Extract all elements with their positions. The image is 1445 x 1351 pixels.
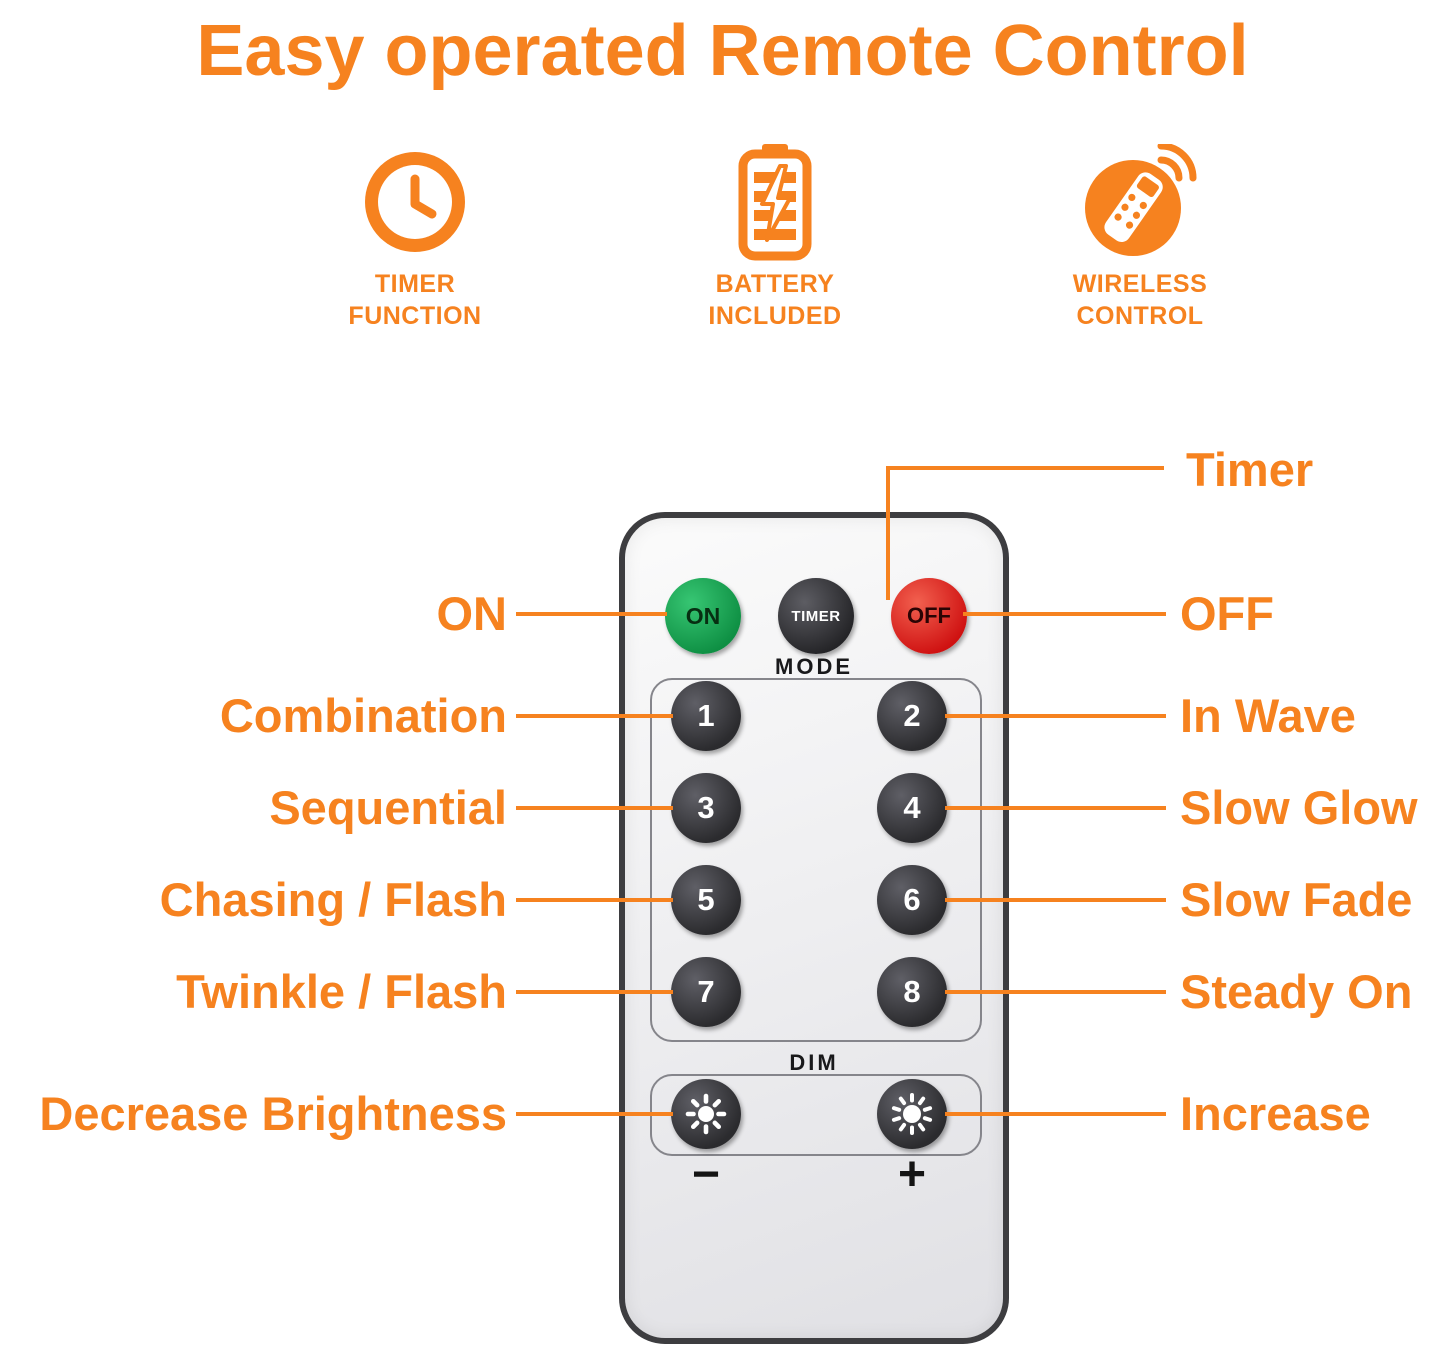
dim-plus-label: + (897, 1148, 927, 1201)
callout-in-wave: In Wave (1180, 689, 1356, 742)
mode-button-1: 1 (671, 681, 741, 751)
mode-button-8: 8 (877, 957, 947, 1027)
mode-button-6: 6 (877, 865, 947, 935)
remote-body: ON TIMER OFF MODE 1 2 3 4 5 6 7 8 DIM (619, 512, 1009, 1344)
mode-button-2: 2 (877, 681, 947, 751)
timer-button: TIMER (778, 578, 854, 654)
leader-line-mode7 (516, 990, 673, 994)
sun-dim-icon (685, 1093, 727, 1135)
leader-line-off (963, 612, 1166, 616)
callout-steady-on: Steady On (1180, 965, 1413, 1018)
leader-line-mode6 (945, 898, 1166, 902)
feature-label-line: WIRELESS (1072, 270, 1208, 298)
brightness-increase-button (877, 1079, 947, 1149)
leader-line-mode4 (945, 806, 1166, 810)
feature-timer-function: TIMER FUNCTION (275, 140, 555, 332)
feature-label-line: BATTERY (715, 270, 835, 298)
callout-timer: Timer (1186, 443, 1314, 496)
leader-line-mode1 (516, 714, 673, 718)
remote-icon (1000, 140, 1280, 264)
mode-button-7: 7 (671, 957, 741, 1027)
dim-section-label: DIM (789, 1050, 839, 1075)
mode-panel (650, 678, 982, 1042)
leader-line-timer-horizontal (886, 466, 1164, 470)
callout-decrease-brightness: Decrease Brightness (39, 1087, 507, 1140)
leader-line-dim-increase (945, 1112, 1166, 1116)
page-title: Easy operated Remote Control (196, 11, 1249, 91)
leader-line-timer-vertical (886, 468, 890, 600)
off-button: OFF (891, 578, 967, 654)
feature-battery-included: BATTERY INCLUDED (635, 140, 915, 332)
mode-section-label: MODE (775, 654, 853, 679)
callout-slow-glow: Slow Glow (1180, 781, 1418, 834)
dim-minus-label: − (691, 1148, 721, 1201)
on-button: ON (665, 578, 741, 654)
callout-on: ON (436, 587, 508, 640)
leader-line-mode2 (945, 714, 1166, 718)
feature-label-line: TIMER (374, 270, 456, 298)
battery-icon (635, 140, 915, 264)
mode-button-3: 3 (671, 773, 741, 843)
feature-label-line: CONTROL (1076, 302, 1204, 330)
callout-twinkle-flash: Twinkle / Flash (176, 965, 507, 1018)
callout-sequential: Sequential (269, 781, 507, 834)
leader-line-dim-decrease (516, 1112, 673, 1116)
sun-bright-icon (891, 1093, 933, 1135)
feature-label-line: FUNCTION (348, 302, 482, 330)
leader-line-mode3 (516, 806, 673, 810)
callout-slow-fade: Slow Fade (1180, 873, 1413, 926)
mode-button-5: 5 (671, 865, 741, 935)
leader-line-mode5 (516, 898, 673, 902)
leader-line-mode8 (945, 990, 1166, 994)
feature-wireless-control: WIRELESS CONTROL (1000, 140, 1280, 332)
callout-combination: Combination (219, 689, 507, 742)
feature-label-line: INCLUDED (708, 302, 842, 330)
mode-button-4: 4 (877, 773, 947, 843)
brightness-decrease-button (671, 1079, 741, 1149)
callout-increase: Increase (1180, 1087, 1371, 1140)
callout-chasing-flash: Chasing / Flash (159, 873, 507, 926)
callout-off: OFF (1180, 587, 1274, 640)
leader-line-on (516, 612, 667, 616)
clock-icon (275, 140, 555, 264)
